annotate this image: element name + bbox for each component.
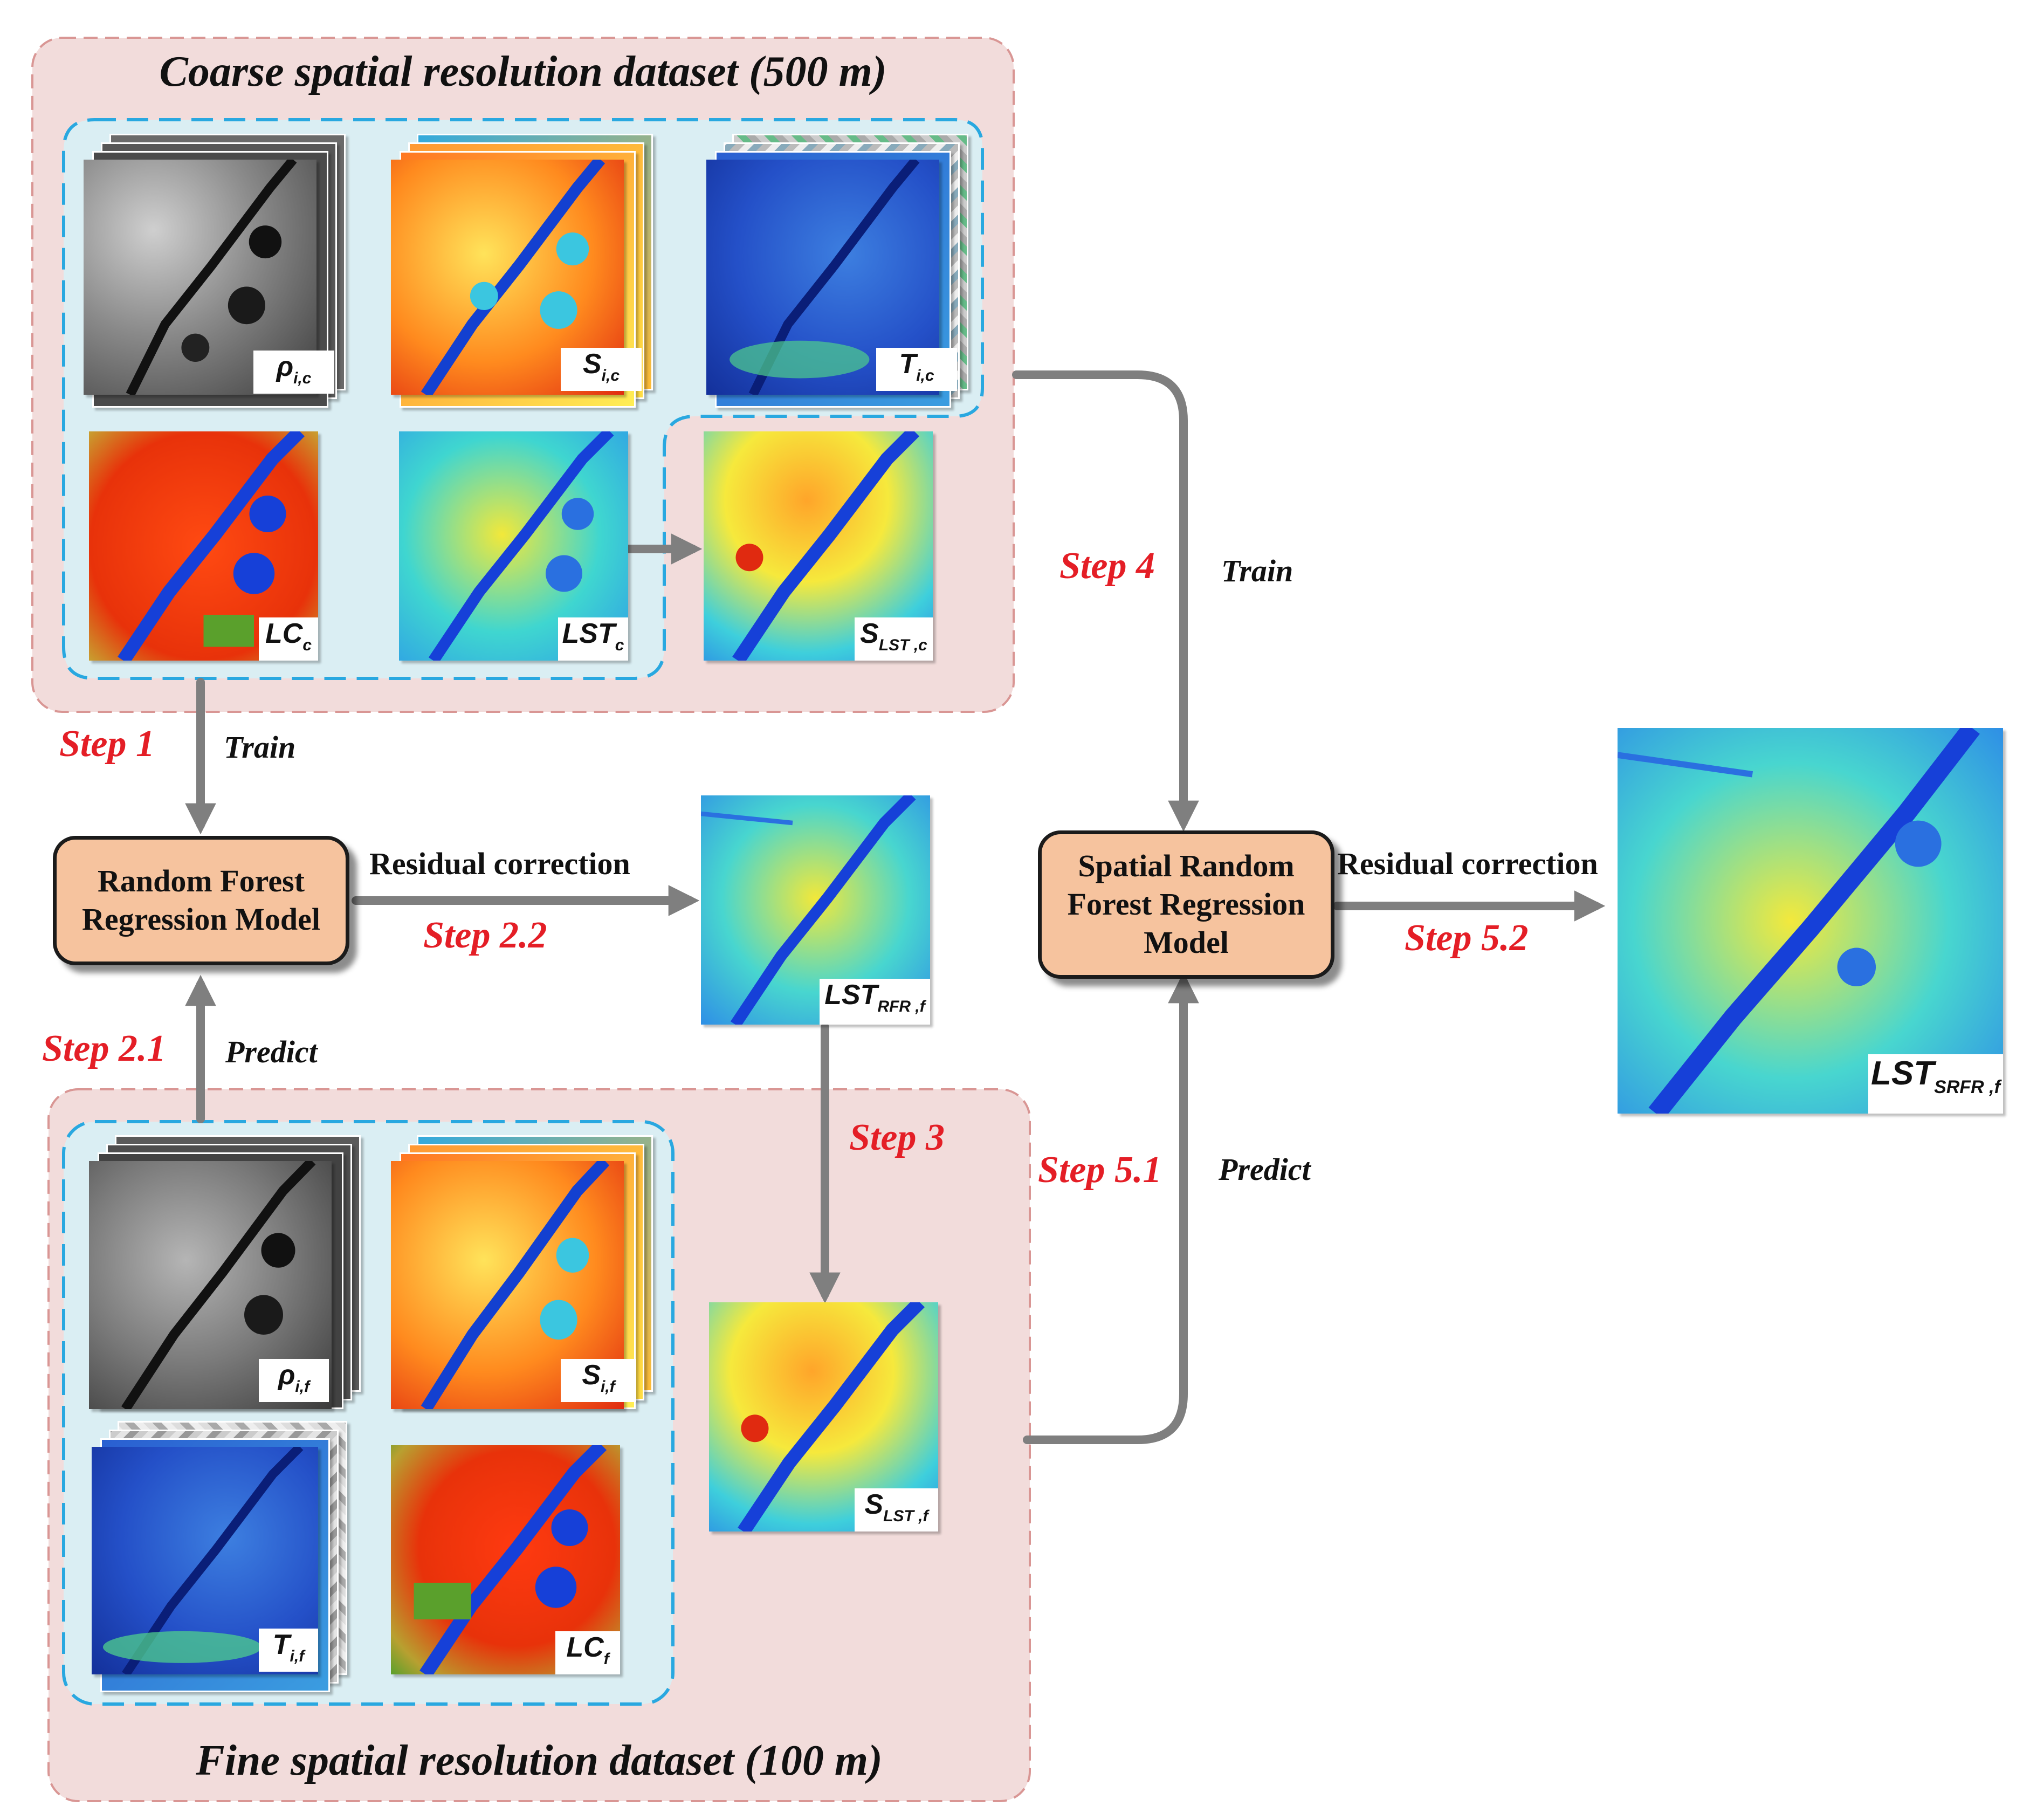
label-base: LST	[562, 618, 615, 649]
s-c-image	[391, 160, 624, 395]
predict-label-step51: Predict	[1219, 1152, 1311, 1187]
model-line: Spatial Random	[1078, 848, 1295, 884]
fine-panel-title: Fine spatial resolution dataset (100 m)	[196, 1737, 883, 1784]
rho-c-image	[84, 160, 316, 395]
model-line: Forest Regression	[1067, 887, 1305, 922]
step22-label: Step 2.2	[423, 915, 547, 956]
label-base: T	[272, 1629, 290, 1660]
label-base: LST	[824, 979, 878, 1011]
label-sub: i,c	[293, 369, 312, 387]
predict-label-step21: Predict	[225, 1034, 318, 1069]
residual-correction-label-1: Residual correction	[369, 846, 630, 881]
label-sub: c	[302, 636, 312, 654]
label-sub: RFR ,f	[877, 998, 925, 1015]
label-base: LC	[265, 618, 303, 649]
label-base: ρ	[278, 1359, 295, 1391]
label-sub: i,c	[916, 367, 934, 384]
label-sub: LST ,c	[878, 636, 927, 654]
label-base: ρ	[276, 351, 294, 382]
train-label-step4: Train	[1221, 553, 1293, 588]
step1-label: Step 1	[59, 723, 155, 765]
arrow-step4-train	[1012, 370, 1199, 832]
label-sub: i,f	[601, 1378, 615, 1396]
model-line: Regression Model	[82, 902, 320, 937]
label-base: LC	[566, 1632, 604, 1663]
label-base: S	[860, 618, 879, 649]
lst-srfr-f-image	[1618, 728, 2003, 1114]
label-base: T	[899, 348, 917, 380]
train-label-step1: Train	[224, 730, 296, 765]
label-sub: LST ,f	[883, 1507, 928, 1525]
label-sub: i,c	[601, 367, 620, 384]
residual-correction-label-2: Residual correction	[1337, 846, 1598, 881]
label-base: S	[582, 348, 602, 380]
label-sub: i,f	[295, 1378, 310, 1396]
label-base: S	[582, 1359, 601, 1391]
lc-f-image	[391, 1445, 620, 1674]
label-sub: f	[603, 1650, 609, 1668]
step3-label: Step 3	[849, 1117, 945, 1158]
label-sub: i,f	[290, 1647, 305, 1665]
model-line: Model	[1144, 924, 1229, 960]
model-line: Random Forest	[98, 863, 305, 899]
arrow-step51-predict	[1023, 972, 1199, 1444]
label-sub: c	[615, 636, 624, 654]
coarse-panel-title: Coarse spatial resolution dataset (500 m…	[159, 48, 887, 95]
step21-label: Step 2.1	[42, 1028, 166, 1069]
label-base: S	[864, 1489, 884, 1520]
step51-label: Step 5.1	[1038, 1149, 1162, 1191]
label-sub: SRFR ,f	[1934, 1077, 2000, 1097]
step52-label: Step 5.2	[1405, 917, 1529, 959]
step4-label: Step 4	[1059, 545, 1155, 587]
label-base: LST	[1871, 1055, 1935, 1092]
lst-c-image	[399, 431, 628, 661]
